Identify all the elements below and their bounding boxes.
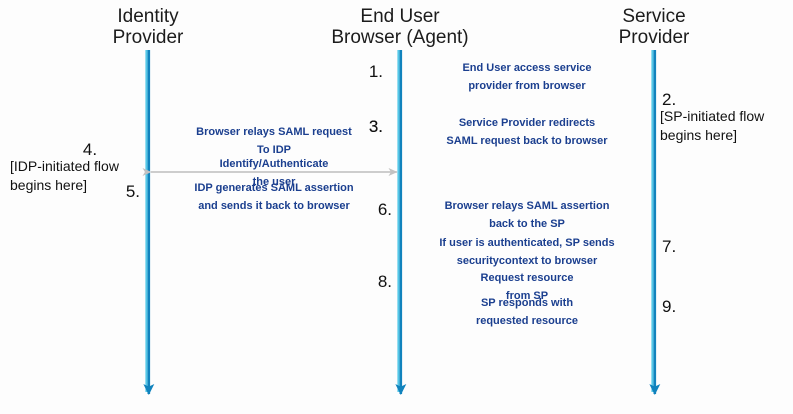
message-3: Browser relays SAML request To IDP [150, 126, 397, 156]
step-number: 8. [378, 272, 392, 291]
note-step-number: 2. [662, 90, 676, 109]
actor-title-line1: End User [360, 6, 440, 27]
message-label-line1: Service Provider redirects [459, 117, 595, 129]
note-idp-note: 4.[IDP-initiated flow begins here] [10, 140, 120, 193]
message-9: SP responds with requested resource 9. [402, 297, 676, 327]
lifelines [143, 50, 661, 395]
note-step-number: 4. [83, 140, 97, 159]
note-sp-note: 2.[SP-initiated flow begins here] [660, 90, 765, 143]
step-number: 1. [369, 62, 383, 81]
actor-title-line2: Browser (Agent) [331, 27, 468, 48]
message-4: Identify/Authenticate the user [142, 158, 398, 188]
actor-title-line1: Service [622, 6, 685, 27]
message-label-line1: End User access service [462, 62, 591, 74]
message-6: Browser relays SAML assertion back to the… [378, 200, 652, 230]
message-label-line2: provider from browser [468, 80, 586, 92]
message-label-line1: Browser relays SAML request [196, 126, 352, 138]
message-7: If user is authenticated, SP sends securi… [402, 237, 676, 267]
note-line2: begins here] [10, 177, 87, 193]
message-label-line1: Request resource [481, 272, 574, 284]
message-label-line1: Identify/Authenticate [220, 158, 329, 170]
message-label-line1: SP responds with [481, 297, 573, 309]
lifeline-sp [649, 50, 661, 395]
step-number: 3. [369, 117, 383, 136]
lifeline-idp [143, 50, 155, 395]
message-label-line2: the user [253, 176, 297, 188]
message-label-line1: If user is authenticated, SP sends [439, 237, 614, 249]
actor-title-line2: Provider [619, 27, 690, 48]
lifeline-browser [395, 50, 407, 395]
message-label-line2: requested resource [476, 315, 578, 327]
step-number: 7. [662, 237, 676, 256]
step-number: 3. [369, 117, 383, 136]
step-number-3-group: 3. [369, 117, 383, 136]
actor-title-line2: Provider [113, 27, 184, 48]
message-label-line2: and sends it back to browser [198, 200, 350, 212]
message-label-line2: back to the SP [489, 218, 565, 230]
step-number: 5. [126, 182, 140, 201]
message-label-line2: from SP [506, 290, 548, 302]
note-line2: begins here] [660, 127, 737, 143]
message-label-line2: SAML request back to browser [446, 135, 608, 147]
message-label-line2: To IDP [257, 144, 291, 156]
message-label-line1: IDP generates SAML assertion [194, 182, 353, 194]
message-8: Request resource from SP 8. [378, 272, 652, 302]
message-label-line1: Browser relays SAML assertion [445, 200, 610, 212]
note-line1: [IDP-initiated flow [10, 158, 120, 174]
messages: End User access service provider from bro… [126, 62, 676, 327]
message-5: IDP generates SAML assertion and sends it… [126, 182, 398, 212]
message-label-line2: securitycontext to browser [457, 255, 598, 267]
step-number: 9. [662, 297, 676, 316]
actor-title-line1: Identity [117, 6, 179, 27]
note-line1: [SP-initiated flow [660, 108, 765, 124]
step-number: 6. [378, 200, 392, 219]
message-1: End User access service provider from bro… [369, 62, 652, 92]
